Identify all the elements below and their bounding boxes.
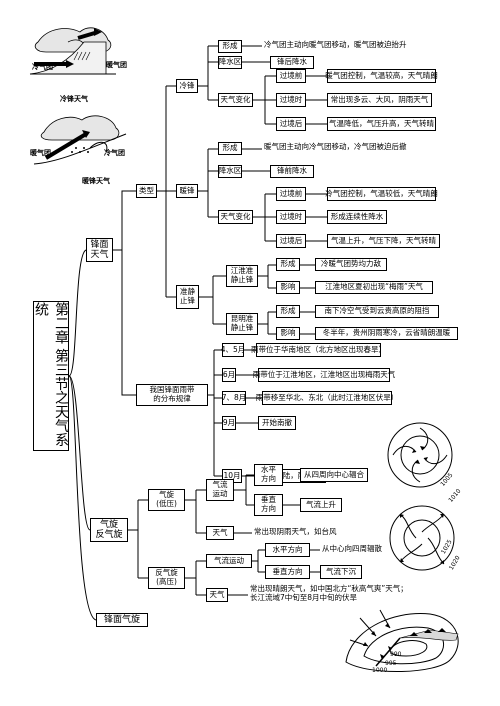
warm-during-text: 形成连续性降水 bbox=[327, 210, 387, 224]
cold-front-fig-caption: 冷锋天气 bbox=[60, 95, 88, 103]
cold-front-fig-warm-air: 暖气团 bbox=[106, 61, 127, 69]
anticyclone-diagram bbox=[389, 505, 455, 571]
kunming-front-label: 昆明准 静止锋 bbox=[226, 313, 258, 335]
cold-front-diagram bbox=[29, 27, 116, 75]
cold-before-label: 过境前 bbox=[276, 69, 306, 83]
warm-front-fig-warm-air: 暖气团 bbox=[30, 149, 51, 157]
cyclone-low-label: 气旋 (低压) bbox=[148, 489, 185, 511]
warm-weather-change-label: 天气变化 bbox=[218, 210, 253, 224]
chapter-title-box: 第二章 第三节之天气系统 bbox=[33, 301, 69, 451]
cold-weather-change-label: 天气变化 bbox=[218, 93, 253, 107]
cold-formation-label: 形成 bbox=[218, 40, 242, 53]
cold-formation-text: 冷气团主动向暖气团移动，暖气团被迫抬升 bbox=[264, 40, 407, 49]
anticyclone-flow-label: 气流运动 bbox=[206, 554, 252, 568]
warm-during-label: 过境时 bbox=[276, 210, 306, 224]
cyclone-vertical-text: 气流上升 bbox=[300, 498, 342, 512]
rainbelt-text-1: 雨带位于华南地区（北方地区出现春旱） bbox=[251, 343, 386, 357]
warm-front-fig-cold-air: 冷气团 bbox=[104, 149, 125, 157]
kunming-influence-text: 冬半年，贵州阴雨寒冷，云省晴朗温暖 bbox=[315, 327, 458, 340]
anticyclone-weather-text: 常出现晴朗天气，如中国北方“秋高气爽”天气； 长江流域7中旬至8月中旬的伏旱 bbox=[250, 584, 408, 603]
rainbelt-month-1: 4、5月 bbox=[221, 343, 245, 357]
warm-front-fig-caption: 暖锋天气 bbox=[82, 177, 110, 185]
frontal-cyclone-isobar-1000: 1000 bbox=[372, 667, 388, 674]
jianghuai-influence-label: 影响 bbox=[276, 281, 300, 294]
cyclone-flow-label: 气流 运动 bbox=[206, 479, 234, 501]
rainbelt-text-3: 雨带移至华北、东北（此时江淮地区伏旱） bbox=[256, 391, 398, 405]
anticyclone-horizontal-text: 从中心向四周辐散 bbox=[322, 544, 382, 553]
cyclone-weather-text: 常出现阴雨天气，如台风 bbox=[254, 527, 337, 536]
frontal-cyclone-isobar-990: 990 bbox=[390, 651, 402, 658]
warm-formation-label: 形成 bbox=[218, 142, 242, 155]
cold-rain-area-text: 锋后降水 bbox=[270, 56, 314, 69]
branch-front-weather: 锋面 天气 bbox=[86, 238, 113, 262]
jianghuai-formation-text: 冷暖气团势均力敌 bbox=[315, 258, 387, 271]
cold-front-label: 冷锋 bbox=[176, 79, 198, 93]
cyclone-horizontal-label: 水平 方向 bbox=[254, 464, 283, 486]
warm-front-label: 暖锋 bbox=[176, 184, 198, 198]
kunming-formation-text: 南下冷空气受到云贵高原的阻挡 bbox=[315, 305, 439, 318]
rainbelt-month-3: 7、8月 bbox=[222, 391, 246, 405]
front-type-label: 类型 bbox=[136, 184, 157, 198]
stationary-front-label: 准静 止锋 bbox=[176, 285, 199, 309]
warm-after-text: 气温上升，气压下降，天气转晴 bbox=[327, 234, 440, 248]
warm-rain-area-text: 锋前降水 bbox=[270, 165, 314, 178]
rainbelt-month-2: 6月 bbox=[222, 368, 236, 382]
frontal-cyclone-isobar-995: 995 bbox=[385, 660, 397, 667]
warm-front-diagram bbox=[33, 115, 127, 165]
cyclone-weather-label: 天气 bbox=[206, 526, 234, 540]
branch-frontal-cyclone: 锋面气旋 bbox=[96, 613, 148, 627]
anticyclone-vertical-text: 气流下沉 bbox=[320, 565, 362, 579]
cold-during-label: 过境时 bbox=[276, 93, 306, 107]
jianghuai-influence-text: 江淮地区夏初出现“梅雨”天气 bbox=[315, 281, 433, 294]
warm-after-label: 过境后 bbox=[276, 234, 306, 248]
rainbelt-label: 我国锋面雨带 的分布规律 bbox=[136, 384, 208, 406]
cold-after-label: 过境后 bbox=[276, 117, 306, 131]
rainbelt-month-4: 9月 bbox=[222, 416, 236, 430]
jianghuai-front-label: 江淮准 静止锋 bbox=[226, 265, 258, 287]
warm-before-label: 过境前 bbox=[276, 187, 306, 201]
chapter-title: 第二章 第三节之天气系统 bbox=[33, 302, 69, 447]
kunming-influence-label: 影响 bbox=[276, 327, 300, 340]
cold-front-fig-cold-air: 冷气团 bbox=[32, 63, 53, 71]
frontal-cyclone-diagram bbox=[345, 609, 459, 673]
cold-after-text: 气温降低，气压升高，天气转晴 bbox=[327, 117, 436, 131]
anticyclone-high-label: 反气旋 (高压) bbox=[148, 567, 185, 589]
rainbelt-text-4: 开始南撤 bbox=[258, 416, 296, 430]
brace-front bbox=[68, 249, 87, 377]
cyclone-diagram bbox=[387, 422, 453, 488]
branch-cyclone: 气旋 反气旋 bbox=[90, 518, 128, 542]
jianghuai-formation-label: 形成 bbox=[276, 258, 300, 271]
warm-before-text: 冷气团控制，气温较低，天气晴朗 bbox=[325, 187, 438, 201]
cold-during-text: 常出现多云、大风，阴雨天气 bbox=[327, 93, 432, 107]
anticyclone-weather-label: 天气 bbox=[206, 588, 228, 602]
warm-rain-area-label: 降水区 bbox=[218, 165, 242, 178]
anticyclone-horizontal-label: 水平方向 bbox=[265, 543, 310, 557]
cold-before-text: 暖气团控制，气温较高，天气晴朗 bbox=[325, 69, 438, 83]
kunming-formation-label: 形成 bbox=[276, 305, 300, 318]
rainbelt-text-2: 雨带位于江淮地区，江淮地区出现梅雨天气 bbox=[253, 368, 395, 382]
cyclone-vertical-label: 垂直 方向 bbox=[254, 494, 283, 516]
cold-rain-area-label: 降水区 bbox=[218, 56, 242, 69]
cyclone-horizontal-text: 从四周向中心辐合 bbox=[300, 468, 368, 482]
anticyclone-vertical-label: 垂直方向 bbox=[265, 565, 310, 579]
warm-formation-text: 暖气团主动向冷气团移动，冷气团被迫后撤 bbox=[264, 142, 407, 151]
